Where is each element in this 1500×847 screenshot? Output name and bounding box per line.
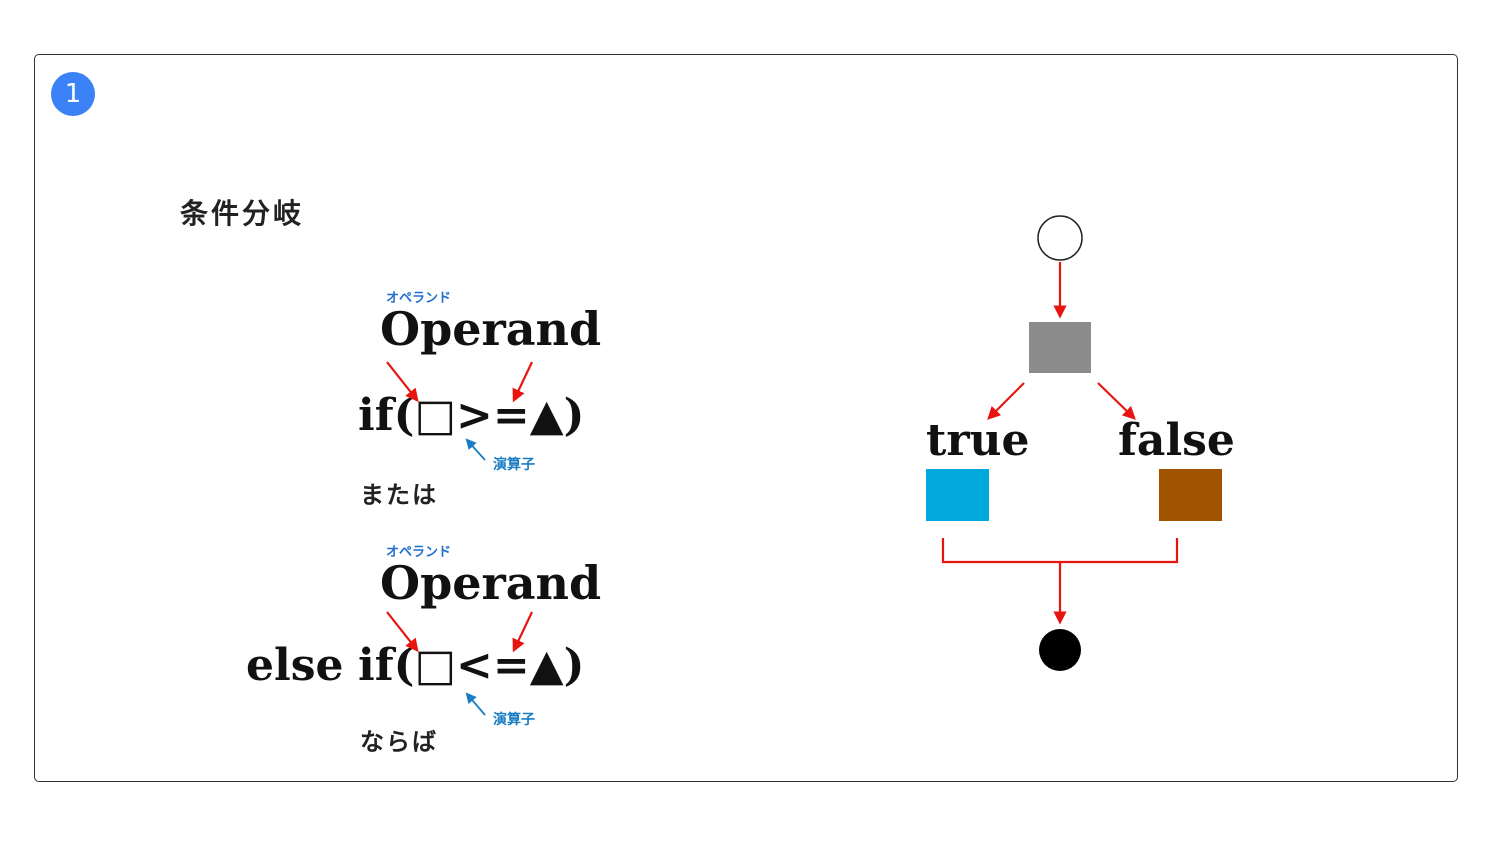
operand-ruby-1: オペランド — [386, 291, 452, 306]
meaning-text-1: または — [360, 481, 438, 509]
condition-box — [1029, 322, 1091, 373]
to-true-arrow — [987, 382, 1025, 420]
to-false-arrow — [1097, 382, 1136, 420]
step-number-badge: 1 — [51, 72, 95, 116]
operand-arrow-right-1 — [512, 361, 533, 403]
start-node — [1037, 215, 1083, 261]
operand-arrow-left-2 — [386, 611, 419, 653]
end-node — [1039, 629, 1081, 671]
operator-label-2: 演算子 — [493, 712, 535, 728]
meaning-text-2: ならば — [360, 728, 438, 756]
merge-line — [941, 538, 1179, 564]
operator-label-1: 演算子 — [493, 457, 535, 473]
if-condition-2: if(□<=▲) — [358, 640, 585, 691]
card-frame — [34, 54, 1458, 782]
operand-label-1: Operand — [380, 302, 602, 356]
operand-label-2: Operand — [380, 556, 602, 610]
operator-arrow-2 — [465, 692, 486, 716]
else-keyword: else — [246, 640, 344, 691]
true-box — [926, 469, 989, 521]
false-box — [1159, 469, 1222, 521]
false-branch-label: false — [1118, 415, 1235, 466]
operand-ruby-2: オペランド — [386, 545, 452, 560]
operator-arrow-1 — [465, 438, 486, 461]
true-branch-label: true — [926, 415, 1030, 466]
section-title: 条件分岐 — [180, 197, 305, 230]
if-condition-1: if(□>=▲) — [358, 390, 585, 441]
operand-arrow-left-1 — [386, 361, 419, 403]
operand-arrow-right-2 — [512, 611, 533, 653]
